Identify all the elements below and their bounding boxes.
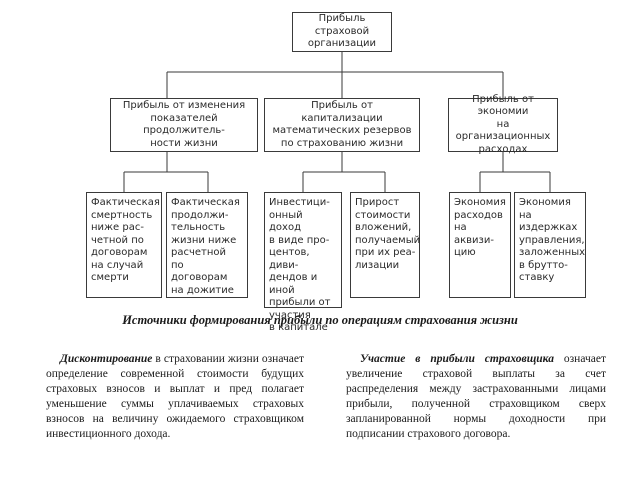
leaf-mortality-below-expected: Фактическая смертность ниже рас- четной … — [86, 192, 162, 298]
leaf-investment-income: Инвестици- онный доход в виде про- центо… — [264, 192, 342, 333]
term-discounting: Дисконтирование — [60, 353, 153, 365]
definition-profit-participation: Участие в прибыли страховщика означает у… — [346, 352, 606, 442]
connector-lines — [123, 52, 551, 192]
diagram-caption: Источники формирования прибыли по операц… — [122, 313, 518, 327]
leaf-acquisition-savings: Экономия расходов на аквизи- цию — [449, 192, 511, 298]
term-profit-participation: Участие в прибыли страховщика — [360, 353, 554, 365]
branch-capitalization: Прибыль от капитализации математических … — [264, 98, 420, 152]
root-node: Прибыль страховой организации — [292, 12, 392, 52]
leaf-investment-growth: Прирост стоимости вложений, получаемый п… — [350, 192, 420, 298]
branch-life-expectancy: Прибыль от изменения показателей продолж… — [110, 98, 258, 152]
leaf-management-savings: Экономия на издержках управления, заложе… — [514, 192, 586, 298]
branch-cost-savings: Прибыль от экономии на организационных р… — [448, 94, 558, 155]
definition-profit-participation-text: означает увеличение страховой выплаты за… — [346, 353, 606, 440]
leaf-longevity-below-expected: Фактическая продолжи- тельность жизни ни… — [166, 192, 248, 298]
definition-discounting: Дисконтирование в страховании жизни озна… — [46, 352, 304, 442]
definition-discounting-text: в страховании жизни означает определение… — [46, 353, 304, 440]
